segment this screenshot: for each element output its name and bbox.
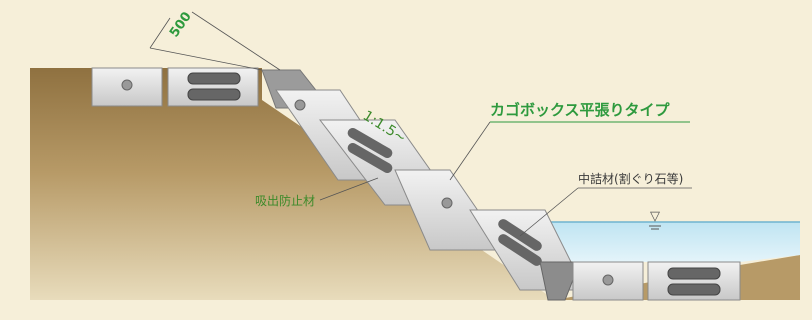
fill-material-label: 中詰材(割ぐり石等) [578,171,683,186]
scour-prevention-label: 吸出防止材 [255,193,315,208]
type-label: カゴボックス平張りタイプ [490,101,671,119]
bottom-block-gabion [647,261,741,301]
scour-leader [319,177,379,201]
dimension-line [149,11,281,71]
fill-leader [519,187,579,237]
dimension-label: 500 [167,9,195,40]
top-block-gabion [167,67,259,107]
top-block-solid [91,67,163,107]
bottom-block-solid [572,261,644,301]
ground [30,68,555,300]
slope-blocks [261,69,586,301]
water-level-symbol: ▽ [650,209,660,224]
type-leader [449,121,491,181]
water [502,222,800,262]
